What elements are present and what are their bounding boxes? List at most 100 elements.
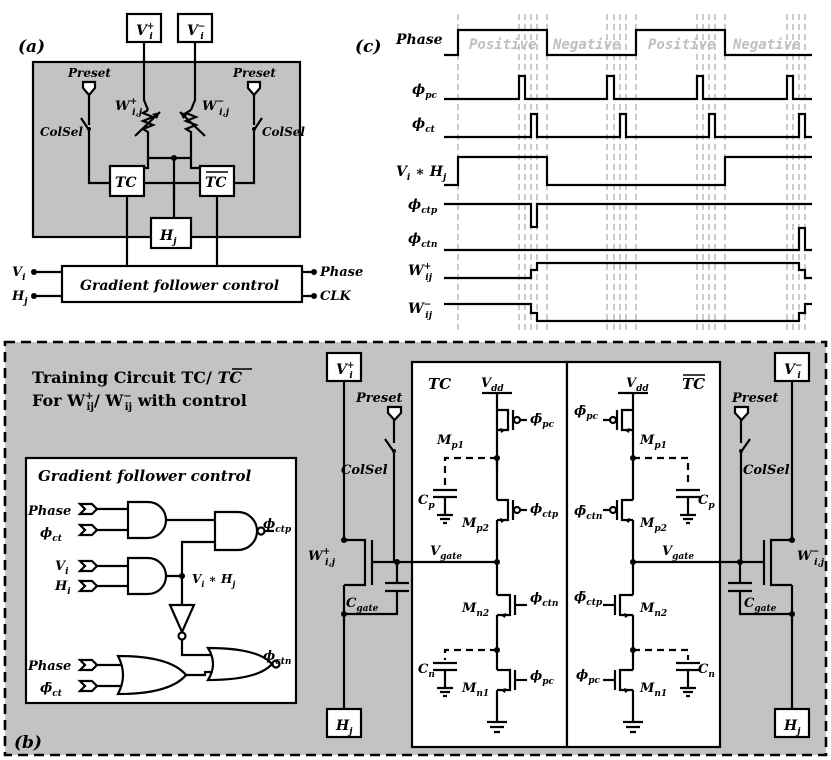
w-minus-label: W−i,j: [202, 97, 230, 118]
gfc-in-phibar-ct: ϕ̄ct: [40, 681, 63, 699]
sig-w-plus: [444, 261, 812, 280]
gfc-box-a: [60, 264, 304, 304]
preset-right-label: Preset: [232, 66, 276, 80]
b-tc-label: TC: [428, 375, 451, 393]
vi-minus-box: [176, 12, 214, 44]
panel-a: (a) V+i V−i W+i,j W−i,j Preset ColSel Pr…: [11, 12, 363, 307]
phase-state-3: Negative: [732, 37, 800, 53]
b-phibar-ctn-right: ϕ̄ctn: [574, 504, 602, 522]
colsel-left-label: ColSel: [40, 125, 83, 139]
tc-title-line1: Training Circuit TC/ TC: [32, 368, 242, 387]
tc-circuit-box: [410, 360, 569, 749]
gfc-vihj-label: Vi ∗ Hj: [192, 572, 235, 589]
gfc-in-phase2: Phase: [27, 659, 71, 674]
b-preset-left: Preset: [355, 391, 403, 406]
gfc-in-hj: Hj: [11, 289, 28, 307]
inverter: [168, 603, 196, 635]
b-mp2-left: Mp2: [461, 516, 489, 534]
tc-bar-box: [198, 164, 236, 198]
b-hj-right-box: [773, 707, 811, 739]
timing-guides: [457, 14, 806, 334]
sig-w-minus: [444, 302, 812, 323]
b-preset-right: Preset: [731, 391, 779, 406]
phase-label: Phase: [395, 32, 443, 48]
tc-bar-circuit-box: [565, 360, 722, 749]
b-vdd-right: Vdd: [626, 376, 649, 394]
b-cn-right: Cn: [698, 662, 715, 680]
b-mn1-left: Mn1: [461, 681, 489, 699]
sig-phi-pc-label: ϕpc: [412, 82, 437, 101]
gfc-out-phase: Phase: [319, 265, 363, 280]
panel-a-label: (a): [18, 37, 45, 57]
b-mp1-right: Mp1: [639, 433, 667, 451]
sig-w-plus-label: W+ij: [408, 262, 433, 283]
gfc-out-clk: CLK: [320, 289, 351, 304]
b-cn-left: Cn: [418, 662, 435, 680]
panel-c-label: (c): [355, 37, 381, 57]
gfc-logic-title: Gradient follower control: [38, 467, 252, 485]
hj-label: Hj: [159, 228, 177, 247]
phase-waveform: [444, 28, 812, 57]
b-mn2-right: Mn2: [639, 601, 667, 619]
b-vi-plus-label: V+i: [336, 361, 354, 381]
phase-state-1: Negative: [552, 37, 620, 53]
sig-phi-ct-label: ϕct: [412, 116, 436, 135]
gfc-in-hi: Hi: [54, 579, 71, 597]
b-w-minus-label: W−i,j: [797, 547, 825, 568]
sig-phi-ctp: [444, 202, 812, 229]
b-tc-bar-label: TC: [682, 375, 705, 393]
b-colsel-right: ColSel: [743, 463, 790, 478]
sig-phi-ctn-label: ϕctn: [408, 231, 437, 250]
vi-plus-label: V+i: [136, 22, 154, 42]
b-cp-left: Cp: [418, 493, 435, 511]
w-plus-label: W+i,j: [115, 97, 143, 118]
b-vdd-left: Vdd: [481, 376, 504, 394]
gfc-out-ctn: ϕctn: [263, 649, 291, 667]
b-phi-ctn-left: ϕctn: [530, 591, 558, 609]
b-colsel-left: ColSel: [341, 463, 388, 478]
sig-phi-ctp-label: ϕctp: [408, 197, 438, 216]
preset-left-label: Preset: [67, 66, 111, 80]
b-mn1-right: Mn1: [639, 681, 667, 699]
gfc-in-vi: Vi: [55, 559, 69, 577]
or-gate: [116, 654, 188, 696]
b-hj-left-label: Hj: [335, 718, 353, 737]
gfc-in-phi-ct: ϕct: [40, 526, 63, 544]
and-gate-1: [126, 500, 168, 540]
gfc-in-phase: Phase: [27, 504, 71, 519]
gfc-label-a: Gradient follower control: [80, 278, 279, 294]
panel-c: (c) Phase Positive Negative Positive Neg…: [355, 14, 812, 334]
hj-box: [149, 216, 193, 250]
b-phibar-pc-right: ϕ̄pc: [574, 404, 599, 422]
gfc-out-ctp: ϕctp: [263, 517, 292, 535]
b-mn2-left: Mn2: [461, 601, 489, 619]
phase-state-0: Positive: [469, 37, 536, 53]
vi-minus-label: V−i: [187, 22, 205, 42]
b-phibar-ctp-right: ϕ̄ctp: [574, 590, 603, 608]
b-vi-minus-label: V−i: [784, 361, 802, 381]
b-vgate-left: Vgate: [430, 544, 462, 562]
sig-vihj-label: Vi ∗ Hj: [396, 164, 447, 183]
sig-phi-ctn: [444, 226, 812, 252]
b-w-plus-label: W+i,j: [308, 547, 336, 568]
nand-gate: [213, 510, 259, 552]
sig-phi-pc: [444, 74, 812, 101]
panel-b: (b) Training Circuit TC/ TC For W+ij/ W−…: [3, 340, 828, 757]
sig-vihj: [444, 155, 812, 187]
b-phibar-pc-left: ϕ̄pc: [530, 412, 555, 430]
nor-gate: [206, 646, 274, 682]
b-vgate-right: Vgate: [662, 544, 694, 562]
b-hj-right-label: Hj: [783, 718, 801, 737]
and-gate-2: [126, 556, 168, 596]
phase-state-2: Positive: [648, 37, 715, 53]
gfc-in-vi: Vi: [12, 265, 26, 283]
b-vi-plus-box: [325, 351, 363, 383]
b-phi-pc-right: ϕpc: [576, 668, 601, 686]
tc-title-line2: For W+ij/ W−ij with control: [32, 391, 247, 413]
b-phi-pc-left: ϕpc: [530, 669, 555, 687]
b-phi-ctp-left: ϕctp: [530, 502, 559, 520]
colsel-right-label: ColSel: [262, 125, 305, 139]
sig-w-minus-label: W−ij: [408, 300, 433, 321]
tc-bar-label: TC: [205, 175, 227, 191]
